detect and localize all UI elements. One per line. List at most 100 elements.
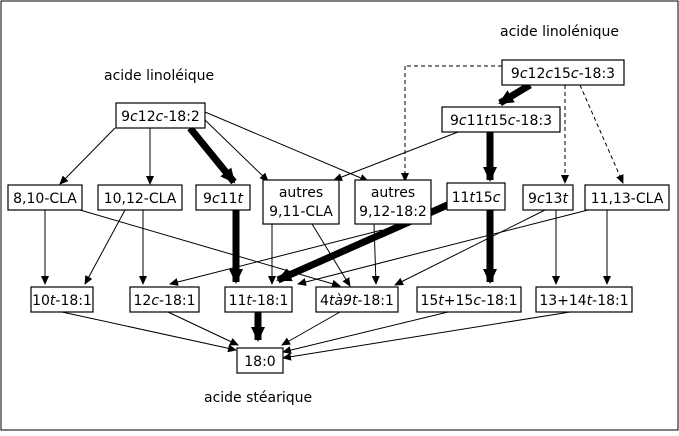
label-segment: c xyxy=(545,66,553,82)
label-segment: 9 xyxy=(121,109,130,125)
node-11t-18-1: 11t-18:1 xyxy=(224,286,293,313)
node-10-12-cla: 10,12-CLA xyxy=(97,184,183,211)
label-segment: 4 xyxy=(320,293,329,309)
node-label: 11,13-CLA xyxy=(591,191,664,207)
label-segment: t xyxy=(484,113,490,129)
edge-9c13t-to-4a9t xyxy=(394,209,546,286)
node-label: 11t15c xyxy=(452,190,501,206)
label-segment: -18:1 xyxy=(592,293,629,309)
label-segment: c xyxy=(571,66,579,82)
label-segment: c xyxy=(493,190,501,206)
edge-10t-to-180 xyxy=(61,311,237,353)
label-segment: 11,13-CLA xyxy=(591,191,664,207)
node-label: 9c13t xyxy=(528,191,568,207)
node-9c13t: 9c13t xyxy=(522,184,574,211)
label-segment: 9 xyxy=(203,191,212,207)
edge-linoleic-to-810cla xyxy=(59,127,116,185)
edge-4a9t-to-180 xyxy=(281,311,341,346)
label-segment: 15 xyxy=(490,113,508,129)
edge-12c-to-180 xyxy=(167,311,239,346)
edge-1113cla-to-11t xyxy=(297,209,589,286)
node-label: 12c-18:1 xyxy=(133,293,195,309)
node-label: 13+14t-18:1 xyxy=(539,293,628,309)
label-segment: 10,12-CLA xyxy=(104,191,177,207)
label-segment: autres xyxy=(371,185,415,201)
label-segment: 12 xyxy=(138,109,156,125)
node-12c-18-1: 12c-18:1 xyxy=(129,286,200,313)
node-13-14t-18-1: 13+14t-18:1 xyxy=(535,286,633,313)
node-autres-9-12-18-2: autres 9,12-18:2 xyxy=(354,179,432,225)
node-11t15c: 11t15c xyxy=(446,182,506,211)
label-segment: 9 xyxy=(511,66,520,82)
label-segment: 12 xyxy=(528,66,546,82)
edge-linoleic-to-autres911 xyxy=(204,119,269,182)
label-segment: 15 xyxy=(475,190,493,206)
edges xyxy=(41,65,624,361)
node-label: 4tà9t-18:1 xyxy=(320,293,394,309)
label-segment: t xyxy=(246,293,252,309)
label-segment: 8,10-CLA xyxy=(13,191,77,207)
label-segment: c xyxy=(156,109,164,125)
node-9c12c-18-2: 9c12c-18:2 xyxy=(115,102,206,129)
node-9c12c15c-18-3: 9c12c15c-18:3 xyxy=(501,59,625,86)
label-segment: t xyxy=(237,191,243,207)
label-segment: c xyxy=(537,191,545,207)
label-segment: c xyxy=(151,293,159,309)
label-segment: 9 xyxy=(450,113,459,129)
node-label: 15t+15c-18:1 xyxy=(420,293,517,309)
title-linolenic-acid: acide linolénique xyxy=(500,24,619,40)
label-segment: 12 xyxy=(133,293,151,309)
node-10t-18-1: 10t-18:1 xyxy=(30,286,94,313)
node-9c11t: 9c11t xyxy=(195,184,251,211)
label-segment: t xyxy=(562,191,568,207)
label-segment: t xyxy=(469,190,475,206)
edge-linoleic-to-autres912 xyxy=(204,111,369,182)
node-label: 18:0 xyxy=(244,354,275,370)
label-segment: 13+14 xyxy=(539,293,586,309)
label-segment: -18:3 xyxy=(515,113,552,129)
label-segment: 15 xyxy=(420,293,438,309)
label-segment: 11 xyxy=(229,293,247,309)
title-linoleic-acid: acide linoléique xyxy=(104,68,214,84)
node-11-13-cla: 11,13-CLA xyxy=(584,184,670,211)
label-segment: c xyxy=(520,66,528,82)
label-segment: -18:1 xyxy=(55,293,92,309)
label-segment: -18:1 xyxy=(159,293,196,309)
node-label: 9c12c15c-18:3 xyxy=(511,66,615,82)
label-segment: 10 xyxy=(32,293,50,309)
edge-13p14t-to-180 xyxy=(282,311,571,361)
node-label: 9c12c-18:2 xyxy=(121,109,200,125)
label-segment: 11 xyxy=(467,113,485,129)
label-segment: -18:1 xyxy=(481,293,518,309)
node-label: 8,10-CLA xyxy=(13,191,77,207)
label-segment: -18:1 xyxy=(252,293,289,309)
label-segment: 13 xyxy=(545,191,563,207)
node-label: 9c11t xyxy=(203,191,243,207)
label-segment: c xyxy=(459,113,467,129)
edge-autres912-to-12c xyxy=(169,229,383,286)
label-segment: c xyxy=(212,191,220,207)
node-15t-15c-18-1: 15t+15c-18:1 xyxy=(416,286,522,313)
label-segment: t xyxy=(587,293,593,309)
label-segment: c xyxy=(473,293,481,309)
label-segment: -18:1 xyxy=(357,293,394,309)
label-segment: autres xyxy=(279,185,323,201)
node-label: 11t-18:1 xyxy=(229,293,289,309)
node-9c11t15c-18-3: 9c11t15c-18:3 xyxy=(441,106,561,133)
node-label-line-2: 9,12-18:2 xyxy=(359,204,427,220)
node-label: 10t-18:1 xyxy=(32,293,92,309)
node-label-line-1: autres xyxy=(371,185,415,201)
label-segment: t xyxy=(438,293,444,309)
label-segment: +15 xyxy=(444,293,474,309)
node-label: 9c11t15c-18:3 xyxy=(450,113,552,129)
label-segment: tà9t xyxy=(329,293,358,309)
title-stearic-acid: acide stéarique xyxy=(204,390,312,406)
label-segment: 11 xyxy=(452,190,470,206)
label-segment: 9,11-CLA xyxy=(269,204,333,220)
edge-1012cla-to-10t xyxy=(84,209,126,285)
node-label-line-2: 9,11-CLA xyxy=(269,204,333,220)
edge-linolenic-to-1113cla xyxy=(579,84,624,184)
